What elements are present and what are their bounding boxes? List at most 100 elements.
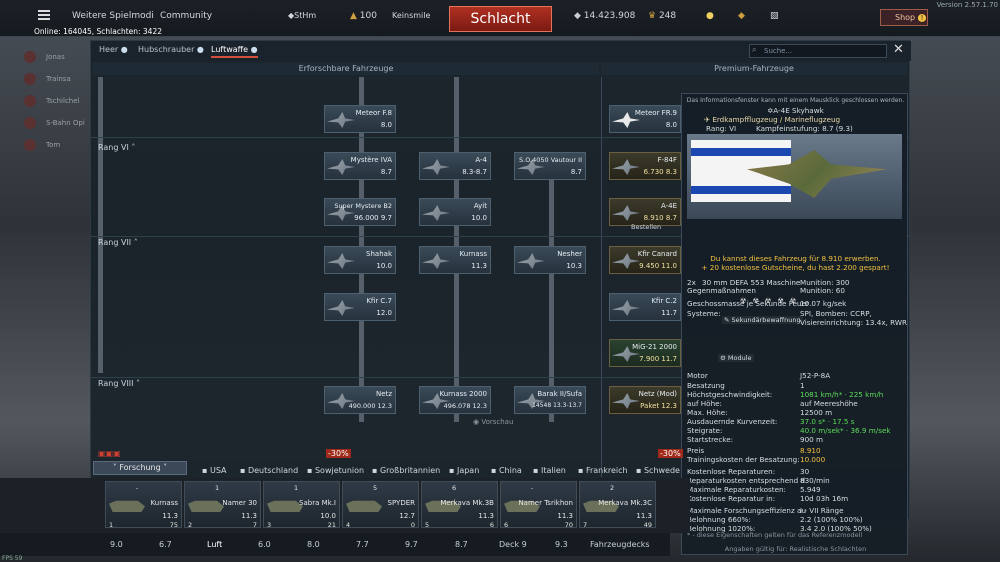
friend-item[interactable]: Tschilchel [20,90,95,112]
preset-tab[interactable]: 9.3 [555,540,568,549]
slot-count: 6 [489,521,494,529]
preset-tab[interactable]: 9.0 [110,540,123,549]
country-germany[interactable]: ▪ Deutschland [240,466,299,475]
country-france[interactable]: ▪ Frankreich [578,466,628,475]
friend-item[interactable]: Trainsa [20,68,95,90]
player-rank: ◆StHm [288,11,317,20]
plane-icon [612,253,640,269]
tab-aviation[interactable]: Luftwaffe ● [211,45,258,58]
stat-label: Steigrate: [687,426,723,435]
vehicle-image [687,134,902,219]
vehicle-br: Kampfeinstufung: 8.7 (9.3) [756,124,853,133]
preset-tab[interactable]: Deck 9 [499,540,527,549]
preset-tab[interactable]: Fahrzeugdecks [590,540,650,549]
research-dropdown[interactable]: ˅ Forschung ˅ [93,461,187,475]
friend-item[interactable]: Tom [20,134,95,156]
friend-item[interactable]: S-Bahn Opi [20,112,95,134]
stat-label: Ausdauernde Kurvenzeit: [687,417,778,426]
country-uk[interactable]: ▪ Großbritannien [372,466,441,475]
slot-count: 21 [327,521,336,529]
items-icon[interactable]: ▧ [770,11,779,21]
tree-line [98,77,103,373]
country-ussr[interactable]: ▪ Sowjetunion [307,466,365,475]
preset-tab[interactable]: Luft [207,540,223,549]
tab-helicopters[interactable]: Hubschrauber ● [138,45,204,54]
stat-value: 12500 m [800,408,833,417]
plane-icon [612,159,640,175]
preset-bar: 9.0 6.7 Luft 6.0 8.0 7.7 9.7 8.7 Deck 9 9.3 Fahrze… [0,533,670,556]
slot-crew-number: 3 [267,521,272,529]
battle-button[interactable]: Schlacht [449,6,552,32]
preset-tab[interactable]: 8.7 [455,540,468,549]
menu-more-modes[interactable]: Weitere Spielmodi [72,11,154,21]
country-usa[interactable]: ▪ USA [202,466,227,475]
stat-label: Preis [687,446,705,455]
menu-community[interactable]: Community [160,11,213,21]
premium-header: Premium-Fahrzeuge [601,63,907,75]
modules-button[interactable]: ⚙ Module [718,354,754,362]
menu-icon[interactable] [38,10,50,20]
stat-label: Belohnung 1020%: [687,524,756,533]
preset-tab[interactable]: 9.7 [405,540,418,549]
secondary-weapons-button[interactable]: ✎ Sekundärbewaffnung [722,316,803,324]
vehicle-info-window[interactable]: Das Informationsfenster kann mit einem M… [681,93,908,555]
slot-vehicle-name: Kurnass [150,499,178,507]
lightbulb-icon[interactable]: ● [706,11,714,21]
player-name[interactable]: Keinsmile [392,11,431,20]
vehicle-icon [346,500,382,512]
country-sweden[interactable]: ▪ Schwede [636,466,680,475]
preset-tab[interactable]: 6.7 [159,540,172,549]
preview-label[interactable]: ◉ Vorschau [473,418,514,426]
preset-tab[interactable]: 6.0 [258,540,271,549]
premium-icon[interactable]: ◆ [738,11,745,21]
shop-button[interactable]: Shop ! [880,9,928,26]
search-input[interactable]: Suche... [749,44,887,58]
order-label[interactable]: Bestellen [631,223,662,231]
purchase-bonus: + 20 kostenlose Gutscheine, du hast 2.20… [701,263,890,272]
plane-icon [327,300,355,316]
stat-value: I - VII Ränge [800,506,844,515]
stat-label: Belohnung 660%: [687,515,751,524]
country-china[interactable]: ▪ China [491,466,522,475]
country-italy[interactable]: ▪ Italien [533,466,566,475]
preset-tab[interactable]: 7.7 [356,540,369,549]
discount-badge: -30% [658,449,683,458]
slot-top: 1 [294,484,299,492]
friend-item[interactable]: Jonas [20,46,95,68]
country-japan[interactable]: ▪ Japan [449,466,480,475]
tab-ground[interactable]: Heer ● [99,45,128,54]
premium-card[interactable]: Netz (Mod)Paket 12.3 [609,386,681,414]
plane-icon [612,393,640,409]
close-icon[interactable]: ✕ [893,42,904,57]
plane-icon [517,253,545,269]
preset-tab[interactable]: 8.0 [307,540,320,549]
ammo-count: Munition: 300 [800,278,850,287]
stat-label: Reparaturkosten entsprechend d [687,476,806,485]
